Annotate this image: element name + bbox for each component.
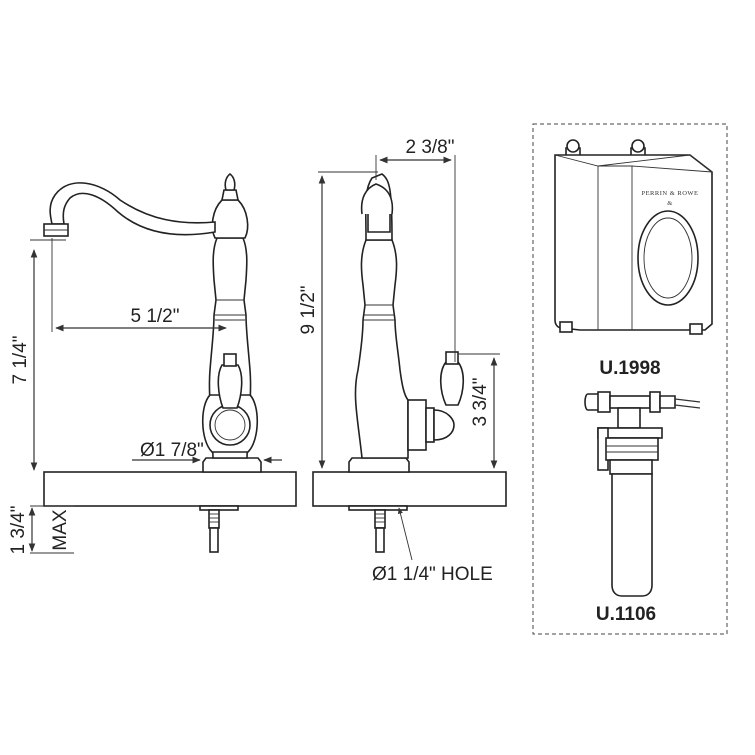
front-cartridge-ring — [209, 404, 251, 446]
front-spout — [49, 182, 216, 236]
front-base — [202, 457, 262, 473]
filter-model-label: U.1106 — [596, 604, 656, 625]
side-base — [348, 457, 410, 473]
side-handle — [439, 361, 465, 406]
dim-base-diameter: Ø1 7/8" — [140, 440, 204, 461]
dim-deck-thickness: 1 3/4" — [8, 505, 29, 554]
dim-spout-offset: 2 3/8" — [405, 137, 454, 158]
side-valve-outlet — [407, 399, 427, 451]
side-supply-tube — [348, 505, 408, 553]
hot-water-tank: PERRIN & ROWE & U.1998 — [554, 139, 713, 379]
dim-spout-height: 7 1/4" — [10, 335, 31, 384]
front-handle — [217, 364, 243, 409]
side-deck — [312, 471, 507, 507]
side-view: 9 1/2" 2 3/8" 3 3/4" Ø1 1/4" HOLE — [298, 137, 507, 585]
filter-cartridge — [611, 473, 653, 597]
dim-spout-reach: 5 1/2" — [130, 306, 179, 327]
front-supply-tube — [199, 505, 239, 553]
side-body-column — [354, 239, 409, 459]
front-deck — [43, 471, 297, 507]
water-filter: U.1106 — [584, 391, 701, 625]
front-finial — [211, 199, 249, 239]
svg-text:&: & — [667, 200, 673, 207]
tank-brand-logo: PERRIN & ROWE — [641, 190, 698, 197]
tank-round-panel — [637, 210, 699, 306]
dim-hole-size: Ø1 1/4" HOLE — [372, 564, 493, 585]
dim-deck-max: MAX — [50, 509, 71, 551]
dim-handle-height: 3 3/4" — [470, 377, 491, 426]
front-view: 7 1/4" 5 1/2" Ø1 7/8" 1 3/4" MAX — [8, 172, 297, 555]
dim-overall-height: 9 1/2" — [298, 285, 319, 334]
components-dashed-frame — [532, 123, 728, 635]
tank-model-label: U.1998 — [599, 358, 660, 379]
